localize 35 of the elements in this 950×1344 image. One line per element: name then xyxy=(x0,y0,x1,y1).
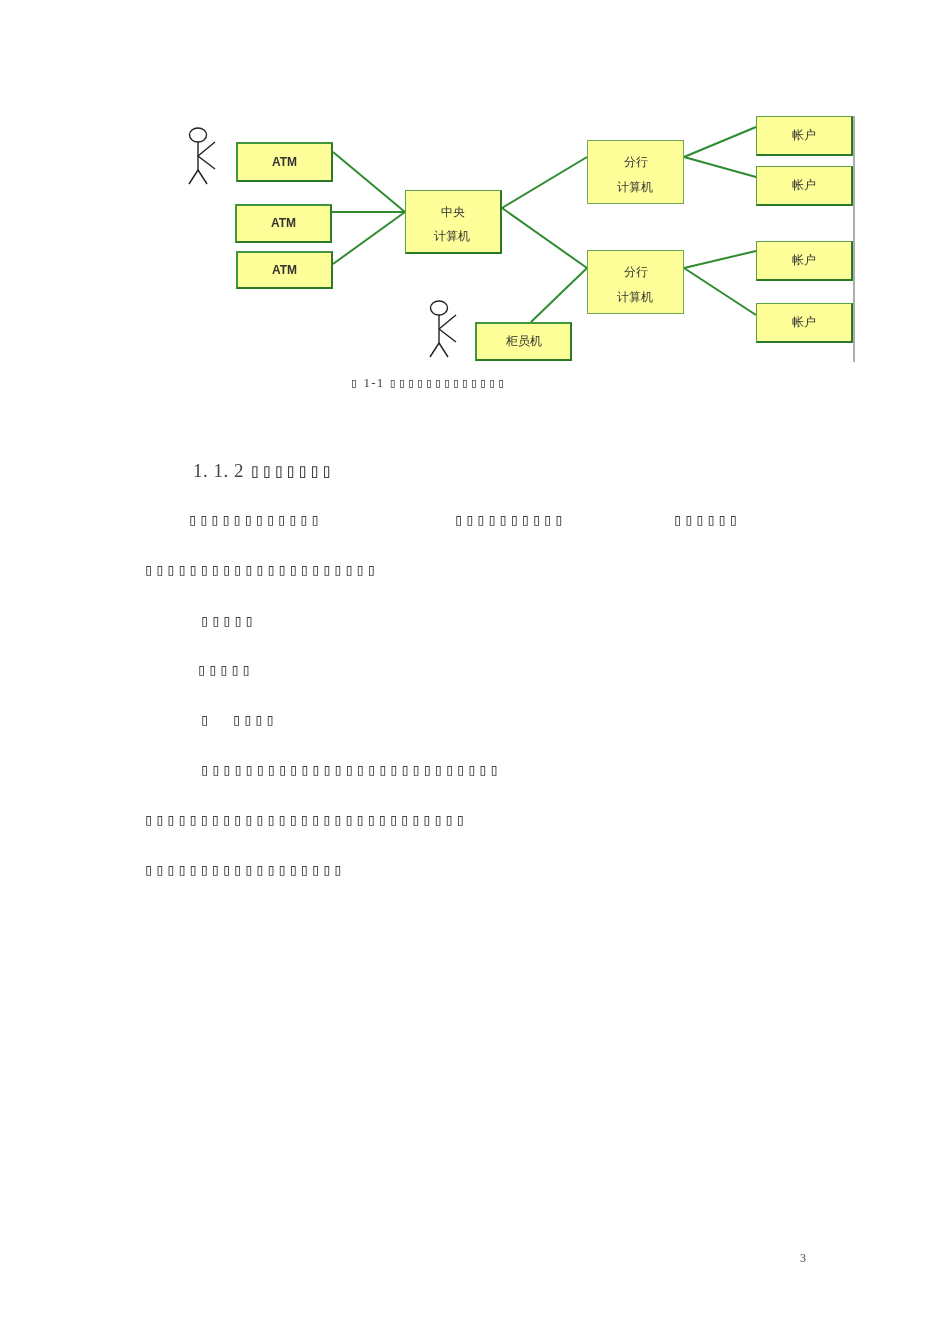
process-box: 中央计算机 xyxy=(405,190,502,254)
body-text: ▯▯▯▯▯ xyxy=(200,612,256,630)
process-box: 分行计算机 xyxy=(587,140,684,204)
process-box: ATM xyxy=(235,204,332,243)
process-box: 分行计算机 xyxy=(587,250,684,314)
process-box: 柜员机 xyxy=(475,322,572,361)
connector-line xyxy=(683,250,757,269)
process-box: 帐户 xyxy=(756,241,853,281)
body-text: ▯▯▯▯▯▯▯▯▯▯▯▯ xyxy=(188,511,322,529)
body-text: ▯▯▯▯▯▯ xyxy=(673,511,740,529)
connector-line xyxy=(332,211,406,265)
connector-line xyxy=(501,207,588,269)
body-text: ▯▯▯▯▯▯▯▯▯▯▯▯▯▯▯▯▯▯▯▯▯▯▯▯▯▯▯▯▯ xyxy=(144,811,467,829)
figure-caption: ▯ 1-1 ▯▯▯▯▯▯▯▯▯▯▯▯▯ xyxy=(350,374,507,390)
section-heading: 1. 1. 2 ▯▯▯▯▯▯▯ xyxy=(193,459,333,481)
process-box: ATM xyxy=(236,251,333,289)
body-text: ▯▯▯▯▯▯▯▯▯▯▯▯▯▯▯▯▯▯▯▯▯▯▯▯▯▯▯ xyxy=(200,761,501,779)
body-text: ▯▯▯▯▯▯▯▯▯▯ xyxy=(454,511,566,529)
body-text: ▯▯▯▯▯▯▯▯▯▯▯▯▯▯▯▯▯▯▯▯▯ xyxy=(144,561,378,579)
connector-line xyxy=(683,126,757,158)
connector-line xyxy=(331,211,406,213)
connector-line xyxy=(683,267,757,316)
bullet-mark: ▯ xyxy=(200,711,212,729)
page-number: 3 xyxy=(800,1251,806,1265)
connector-line xyxy=(530,267,588,323)
body-text: ▯▯▯▯▯ xyxy=(197,661,253,679)
process-box: 帐户 xyxy=(756,116,853,156)
process-box: ATM xyxy=(236,142,333,182)
process-box: 帐户 xyxy=(756,166,853,206)
connector-line xyxy=(501,156,588,209)
connector-line xyxy=(683,156,757,178)
connector-line xyxy=(332,151,406,213)
body-text: ▯▯▯▯▯▯▯▯▯▯▯▯▯▯▯▯▯▯ xyxy=(144,861,345,879)
process-box: 帐户 xyxy=(756,303,853,343)
body-text: ▯▯▯▯ xyxy=(232,711,277,729)
